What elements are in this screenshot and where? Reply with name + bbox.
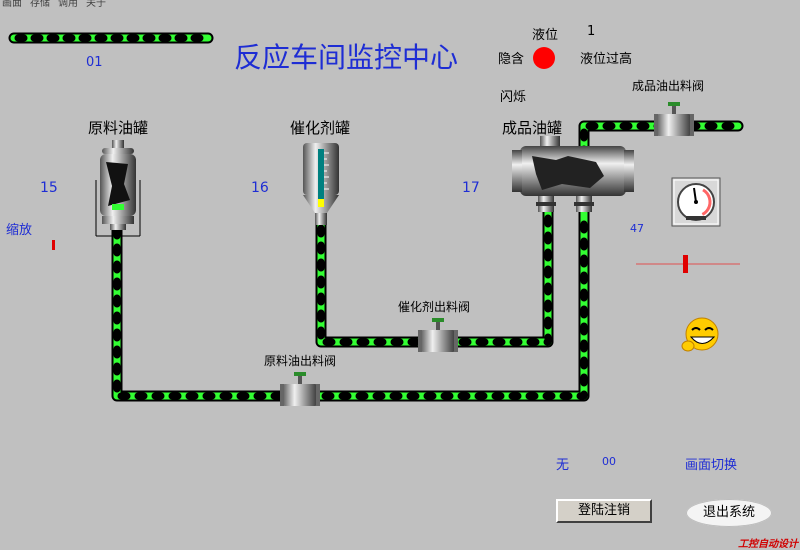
raw-oil-tank-label: 原料油罐 — [88, 119, 149, 137]
exit-system-button[interactable]: 退出系统 — [686, 499, 772, 527]
level-value: 1 — [587, 24, 596, 39]
menu-item-save[interactable]: 存储 — [30, 0, 50, 9]
smiley-icon — [681, 317, 719, 352]
flash-label: 闪烁 — [500, 90, 527, 105]
raw-oil-tank — [95, 140, 141, 237]
catalyst-outlet-valve-label: 催化剂出料阀 — [398, 300, 471, 314]
menu-item-load[interactable]: 调用 — [58, 0, 78, 9]
alarm-light-icon — [533, 47, 555, 69]
pressure-gauge-icon — [671, 177, 721, 227]
raw-oil-outlet-valve — [280, 372, 320, 406]
menu-item-about[interactable]: 关于 — [86, 0, 106, 9]
level-high-label: 液位过高 — [580, 52, 633, 67]
main-pipes — [111, 120, 744, 402]
catalyst-tank — [303, 143, 339, 225]
none-label: 无 — [556, 458, 570, 473]
product-oil-tank — [512, 136, 634, 212]
shrink-marker — [52, 240, 55, 250]
screen-switch-link[interactable]: 画面切换 — [685, 458, 738, 473]
gauge-value: 47 — [630, 222, 644, 235]
catalyst-outlet-valve — [418, 318, 458, 352]
shrink-label[interactable]: 缩放 — [6, 223, 33, 238]
menu-item-screen[interactable]: 画面 — [2, 0, 22, 9]
raw-oil-tank-value: 15 — [40, 180, 58, 196]
raw-oil-outlet-valve-label: 原料油出料阀 — [264, 354, 337, 368]
product-oil-tank-value: 17 — [462, 180, 480, 196]
menu-bar: 画面 存储 调用 关于 — [0, 0, 120, 9]
level-label: 液位 — [532, 28, 559, 43]
product-outlet-valve-label: 成品油出料阀 — [632, 79, 705, 93]
catalyst-tank-label: 催化剂罐 — [290, 119, 351, 137]
page-title: 反应车间监控中心 — [234, 41, 459, 74]
top-left-value: 01 — [86, 55, 103, 70]
login-logout-button[interactable]: 登陆注销 — [556, 499, 652, 523]
product-oil-tank-label: 成品油罐 — [502, 119, 563, 137]
catalyst-tank-value: 16 — [251, 180, 269, 196]
hidden-label: 隐含 — [498, 52, 525, 67]
watermark: 工控自动设计 — [738, 539, 798, 550]
none-value: 00 — [602, 455, 616, 468]
product-outlet-valve — [654, 102, 694, 136]
level-slider — [636, 255, 740, 273]
